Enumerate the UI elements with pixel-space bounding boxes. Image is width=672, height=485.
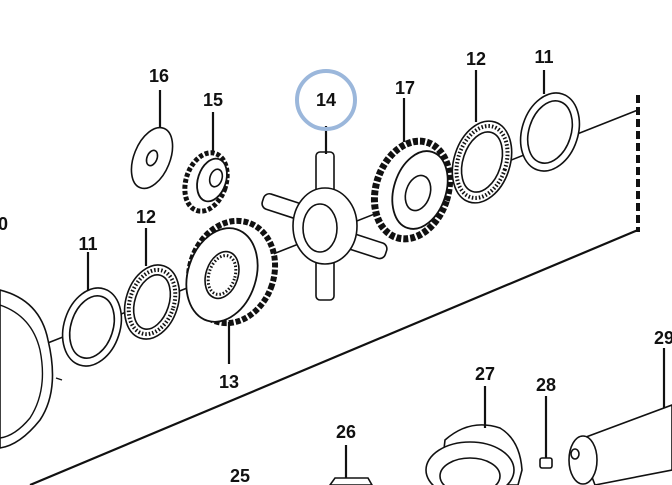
drive-shaft [568,404,672,485]
bracket-part [329,477,373,485]
thrust-ring-left [61,287,123,367]
callout-28: 28 [536,375,556,395]
callout-29: 29 [654,328,672,348]
callout-26: 26 [336,422,356,442]
thrust-ring-right [519,92,581,172]
drive-flange [425,424,523,485]
side-gear-left [185,217,279,327]
lock-pin [539,457,553,469]
callout-16: 16 [149,66,169,86]
differential-housing [0,289,63,449]
callout-17: 17 [395,78,415,98]
callout-12-left: 12 [136,207,156,227]
housing-edge-line [29,228,639,485]
callout-15: 15 [203,90,223,110]
needle-bearing-left [123,264,181,340]
differential-spider [261,151,388,301]
thrust-washer [130,126,174,190]
callout-11-left: 11 [78,234,97,254]
callout-27: 27 [475,364,495,384]
needle-bearing-right [451,120,513,204]
highlight-circle [295,69,357,131]
callout-25: 25 [230,466,250,485]
bevel-side-gear [370,137,454,243]
pinion-gear [182,150,230,214]
callout-11-right: 11 [534,47,553,67]
callout-12-right: 12 [466,49,486,69]
callout-14: 14 [316,90,336,110]
callout-10: 0 [0,214,8,234]
callout-13: 13 [219,372,239,392]
